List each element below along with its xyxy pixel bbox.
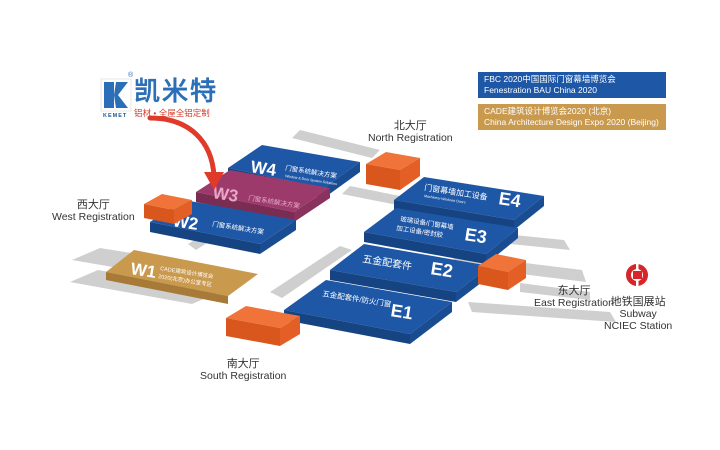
subway-en-1: Subway bbox=[619, 308, 657, 320]
hall-e4-name: E4 bbox=[497, 188, 522, 211]
east-registration-block[interactable] bbox=[478, 254, 526, 290]
hall-w1[interactable]: W1 CADE建筑设计博览会 2020(北京)办公室专区 bbox=[106, 250, 258, 304]
logo-brand-cn: 凯米特 bbox=[134, 76, 219, 106]
legend-fbc: FBC 2020中国国际门窗幕墙博览会 Fenestration BAU Chi… bbox=[478, 72, 666, 98]
legend-fbc-line2: Fenestration BAU China 2020 bbox=[484, 85, 597, 95]
logo-brand-en: KEMET bbox=[103, 113, 128, 119]
north-registration-en: North Registration bbox=[368, 132, 453, 144]
south-registration-en: South Registration bbox=[200, 370, 287, 382]
west-registration-cn: 西大厅 bbox=[76, 199, 110, 211]
north-registration-cn: 北大厅 bbox=[393, 120, 427, 132]
hall-e3-name: E3 bbox=[463, 224, 488, 247]
hall-e4-desc-en: Machinery-Windows Doors bbox=[424, 194, 466, 205]
north-registration-block[interactable] bbox=[366, 152, 420, 190]
legend-fbc-line1: FBC 2020中国国际门窗幕墙博览会 bbox=[484, 74, 616, 84]
north-registration-label[interactable]: 北大厅 North Registration bbox=[368, 120, 453, 144]
kemet-logo-mark bbox=[100, 78, 132, 112]
subway-cn: 地铁国展站 bbox=[610, 296, 666, 308]
subway-station-label[interactable]: 地铁国展站 Subway NCIEC Station bbox=[604, 296, 672, 332]
south-registration-label[interactable]: 南大厅 South Registration bbox=[200, 358, 286, 382]
hall-w4-name: W4 bbox=[249, 157, 278, 180]
highlight-arrow bbox=[147, 115, 224, 190]
east-registration-cn: 东大厅 bbox=[557, 285, 591, 297]
south-registration-cn: 南大厅 bbox=[226, 358, 260, 370]
hall-e2[interactable]: 五金配套件 E2 bbox=[330, 244, 490, 302]
hall-w3-name: W3 bbox=[211, 183, 239, 206]
east-registration-en: East Registration bbox=[534, 297, 614, 309]
registered-mark: ® bbox=[128, 72, 134, 79]
hall-e1[interactable]: 五金配套件/防火门窗 E1 bbox=[284, 280, 452, 344]
hall-w3[interactable]: W3 门窗系统解决方案 bbox=[196, 170, 330, 222]
east-registration-label[interactable]: 东大厅 East Registration bbox=[534, 285, 614, 309]
hall-e2-name: E2 bbox=[429, 258, 454, 281]
hall-e3[interactable]: 玻璃设备/门窗幕墙 加工设备/密封胶 E3 bbox=[364, 208, 518, 264]
hall-w1-name: W1 bbox=[129, 259, 157, 282]
hall-e1-name: E1 bbox=[389, 300, 414, 323]
west-registration-label[interactable]: 西大厅 West Registration bbox=[52, 199, 135, 223]
legend-cade-line2: China Architecture Design Expo 2020 (Bei… bbox=[484, 117, 659, 127]
legend-cade: CADE建筑设计博览会2020 (北京) China Architecture … bbox=[478, 104, 666, 130]
logo-tagline: 铝材 • 全屋全铝定制 bbox=[134, 108, 210, 118]
legend-cade-line1: CADE建筑设计博览会2020 (北京) bbox=[484, 106, 612, 116]
west-registration-en: West Registration bbox=[52, 211, 135, 223]
west-registration-block[interactable] bbox=[144, 194, 192, 224]
subway-logo-icon bbox=[626, 264, 648, 286]
south-registration-block[interactable] bbox=[226, 306, 300, 346]
subway-en-2: NCIEC Station bbox=[604, 320, 673, 332]
